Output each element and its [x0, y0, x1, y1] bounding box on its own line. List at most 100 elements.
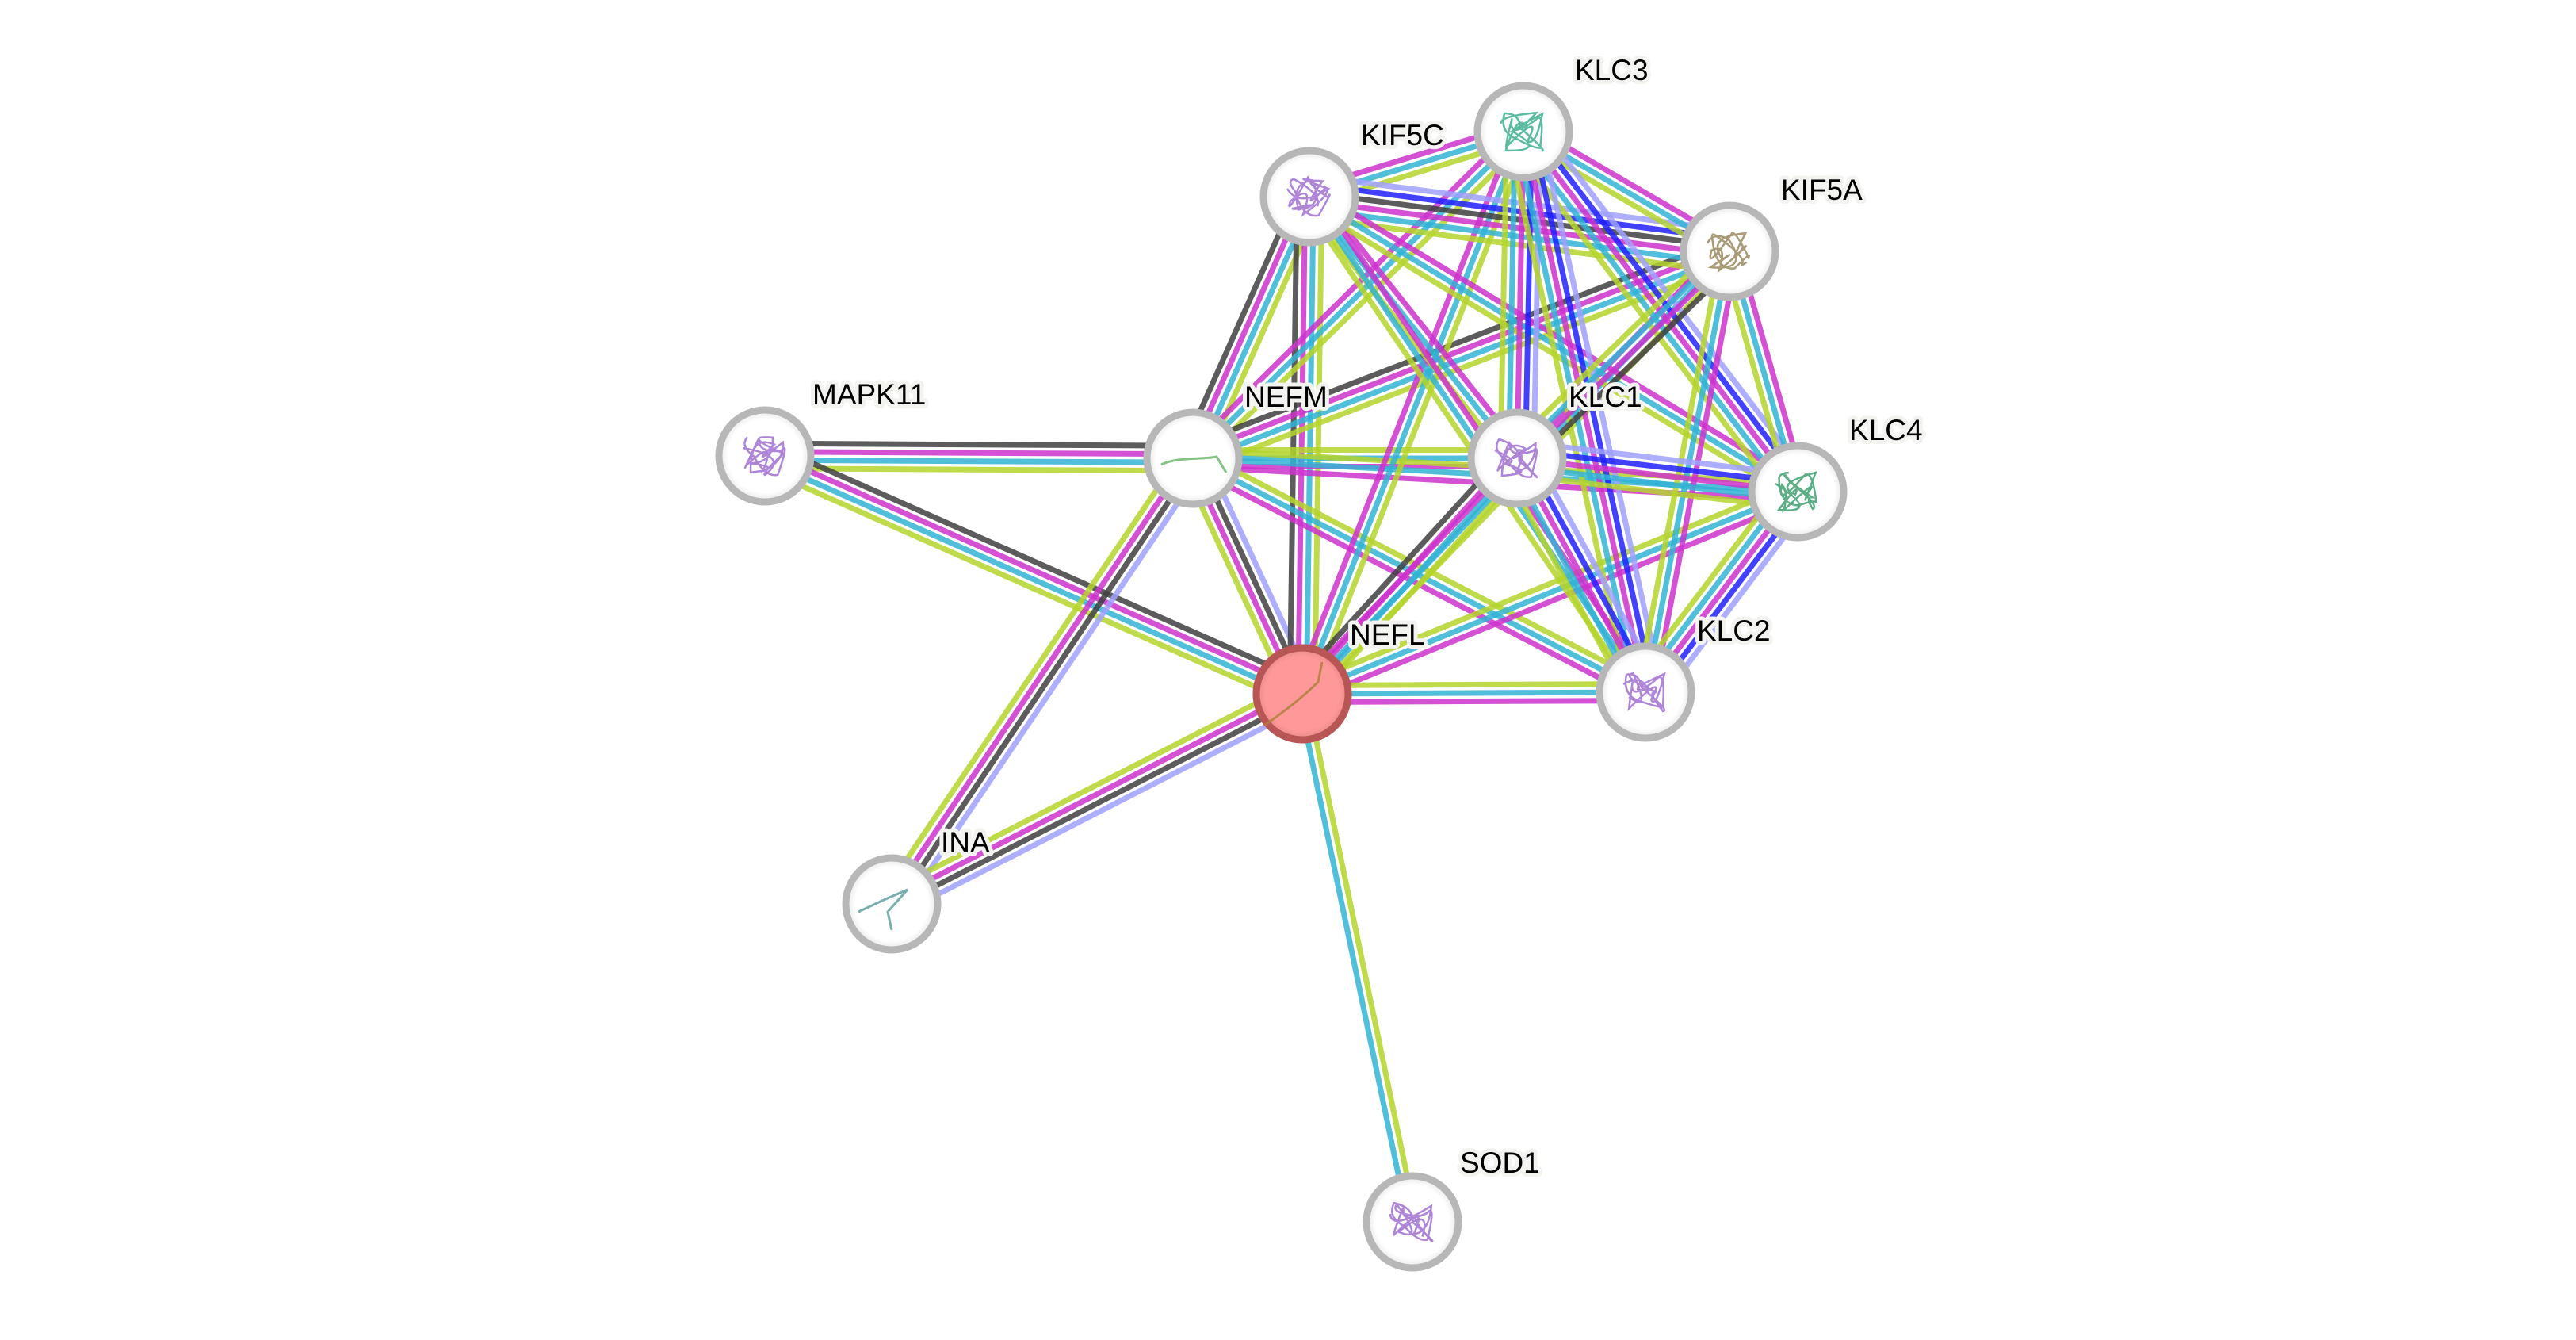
node-label-ina: INA	[941, 826, 990, 859]
evidence-line-magenta	[1313, 190, 1526, 455]
edge-nefl-klc2[interactable]	[1301, 681, 1646, 705]
evidence-line-magenta	[889, 687, 1302, 903]
protein-structure-icon	[1389, 1201, 1434, 1242]
edge-nefm-ina[interactable]	[879, 450, 1206, 913]
node-kif5a[interactable]	[1680, 201, 1779, 301]
evidence-line-lime	[1307, 133, 1535, 699]
node-label-mapk11: MAPK11	[812, 378, 926, 411]
evidence-line-magenta	[1514, 131, 1527, 459]
node-kif5c[interactable]	[1259, 147, 1359, 247]
node-label-klc4: KLC4	[1849, 414, 1923, 446]
protein-structure-icon	[1706, 231, 1750, 274]
node-mapk11[interactable]	[715, 406, 815, 506]
node-circle[interactable]	[1252, 644, 1352, 744]
node-circle[interactable]	[1680, 201, 1779, 301]
evidence-line-cyan	[1303, 197, 1317, 695]
node-label-klc1: KLC1	[1569, 381, 1642, 413]
node-label-klc3: KLC3	[1575, 54, 1649, 86]
evidence-line-cyan	[762, 457, 1302, 701]
protein-structure-icon	[1622, 672, 1666, 713]
node-circle[interactable]	[1748, 442, 1848, 542]
evidence-line-lime	[1301, 200, 1513, 465]
edge-kif5c-klc1[interactable]	[1301, 190, 1526, 465]
edge-mapk11-nefm[interactable]	[764, 440, 1194, 474]
evidence-line-blue	[1528, 129, 1657, 691]
edge-nefl-klc1[interactable]	[1290, 448, 1529, 704]
evidence-line-magenta	[765, 449, 1305, 693]
edge-nefl-ina[interactable]	[885, 680, 1309, 918]
evidence-line-lime	[1497, 131, 1510, 458]
node-klc3[interactable]	[1473, 82, 1573, 182]
evidence-line-magenta	[1187, 463, 1643, 703]
node-klc2[interactable]	[1596, 642, 1695, 742]
evidence-line-lime	[1301, 681, 1645, 689]
edge-nefm-klc3[interactable]	[1185, 124, 1531, 466]
evidence-line-blue	[1522, 132, 1535, 459]
evidence-line-lime	[1303, 201, 1795, 501]
edge-nefl-sod1[interactable]	[1295, 692, 1420, 1223]
node-klc1[interactable]	[1467, 408, 1567, 508]
node-label-nefl: NEFL	[1350, 618, 1425, 651]
evidence-line-magenta	[1295, 196, 1309, 694]
evidence-line-magenta	[885, 454, 1192, 904]
node-sod1[interactable]	[1363, 1172, 1462, 1272]
evidence-line-dark	[1523, 258, 1741, 469]
evidence-line-lavender	[896, 702, 1309, 918]
evidence-line-dark	[1187, 237, 1726, 450]
protein-structure-icon	[858, 888, 909, 931]
node-label-kif5a: KIF5A	[1781, 174, 1863, 206]
evidence-line-magenta	[1302, 697, 1646, 705]
evidence-line-lime	[1312, 197, 1325, 695]
evidence-line-magenta	[765, 449, 1194, 458]
protein-structure-icon	[1775, 471, 1817, 514]
evidence-line-dark	[892, 458, 1199, 908]
evidence-line-lime	[1196, 260, 1735, 473]
evidence-line-dark	[1286, 196, 1300, 694]
evidence-line-lime	[885, 680, 1298, 896]
node-label-nefm: NEFM	[1244, 381, 1328, 413]
evidence-line-lime	[1298, 481, 1796, 689]
node-label-sod1: SOD1	[1460, 1147, 1540, 1179]
evidence-line-cyan	[1506, 131, 1519, 458]
evidence-line-lavender	[1537, 127, 1664, 690]
evidence-line-cyan	[1301, 488, 1799, 697]
evidence-line-lime	[1309, 465, 1529, 704]
evidence-line-lavender	[900, 463, 1206, 913]
evidence-line-lime	[1303, 692, 1420, 1222]
evidence-line-cyan	[1295, 694, 1412, 1223]
protein-structure-icon	[1263, 661, 1324, 727]
node-label-kif5c: KIF5C	[1361, 119, 1444, 151]
protein-structure-icon	[1500, 111, 1544, 152]
protein-structure-icon	[1160, 455, 1228, 473]
edge-kif5c-nefl[interactable]	[1286, 196, 1325, 695]
evidence-line-magenta	[1518, 252, 1735, 464]
evidence-line-lime	[764, 465, 1193, 474]
node-klc4[interactable]	[1748, 442, 1848, 542]
node-circle[interactable]	[1467, 408, 1567, 508]
evidence-line-lime	[759, 465, 1299, 708]
evidence-line-lime	[1196, 135, 1531, 466]
evidence-line-lavender	[1519, 438, 1800, 478]
evidence-line-cyan	[1512, 246, 1729, 458]
evidence-line-cyan	[1307, 194, 1519, 461]
edge-nefl-klc4[interactable]	[1298, 481, 1802, 704]
node-nefl[interactable]	[1252, 644, 1352, 744]
edge-mapk11-nefl[interactable]	[759, 442, 1309, 708]
evidence-line-magenta	[1297, 454, 1516, 693]
evidence-line-dark	[1290, 448, 1510, 687]
edge-kif5a-klc1[interactable]	[1506, 240, 1741, 469]
evidence-line-dark	[765, 440, 1194, 449]
node-ina[interactable]	[842, 854, 942, 954]
protein-structure-icon	[1286, 174, 1331, 217]
node-label-klc2: KLC2	[1697, 614, 1771, 647]
evidence-line-cyan	[1301, 689, 1646, 697]
protein-structure-icon	[742, 436, 786, 477]
node-circle[interactable]	[842, 854, 942, 954]
evidence-line-lime	[1515, 472, 1796, 511]
edge-klc3-klc1[interactable]	[1497, 131, 1543, 459]
protein-structure-icon	[1494, 438, 1538, 479]
evidence-line-lime	[879, 450, 1185, 899]
evidence-line-lime	[1506, 240, 1723, 452]
node-nefm[interactable]	[1143, 408, 1243, 508]
